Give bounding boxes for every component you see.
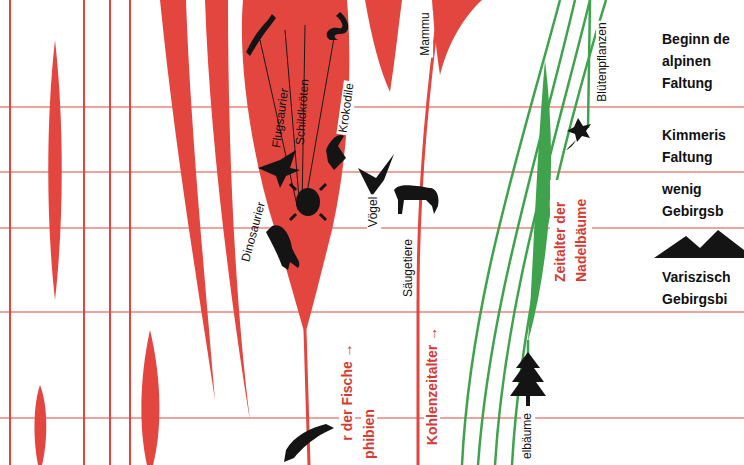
era-name: r der Fische → [339,341,355,442]
orogeny-note: wenig Gebirgsb [660,178,744,222]
orogeny-note: Variszisch Gebirgsbi [660,266,744,310]
group-name: Blütenpflanzen [596,20,610,103]
turtle-symbol [296,188,320,216]
group-name: elbäume [521,411,535,461]
lizard-symbol [246,14,276,56]
conifer-symbol [510,352,546,406]
crocodile-symbol [326,135,346,170]
era-name: phibien [361,407,377,461]
plant-strands [462,0,606,465]
amphibian-symbol [284,424,334,462]
branch-lines [260,25,335,210]
era-name: Zeitalter der Nadelbäume [550,180,592,284]
group-name: Mammu [419,10,433,57]
flower-symbol [566,118,591,150]
mammal-symbol [394,185,439,214]
orogeny-note: Beginn de alpinen Faltung [660,28,744,94]
group-name: Dinosaurier [239,199,269,266]
pterosaur-symbol [258,150,300,188]
group-name: Vögel [367,195,381,230]
era-lines [0,107,744,418]
bird-symbol [358,154,394,196]
orogeny-note: Kimmeris Faltung [660,124,744,168]
era-name: Kohlenzeitalter → [424,325,440,447]
turtle-legs [290,184,326,220]
dinosaur-symbol [266,225,299,270]
snake-symbol [327,12,349,40]
red-strands [10,0,482,465]
mountain-symbol [654,230,744,258]
group-name: Säugetiere [402,237,416,299]
